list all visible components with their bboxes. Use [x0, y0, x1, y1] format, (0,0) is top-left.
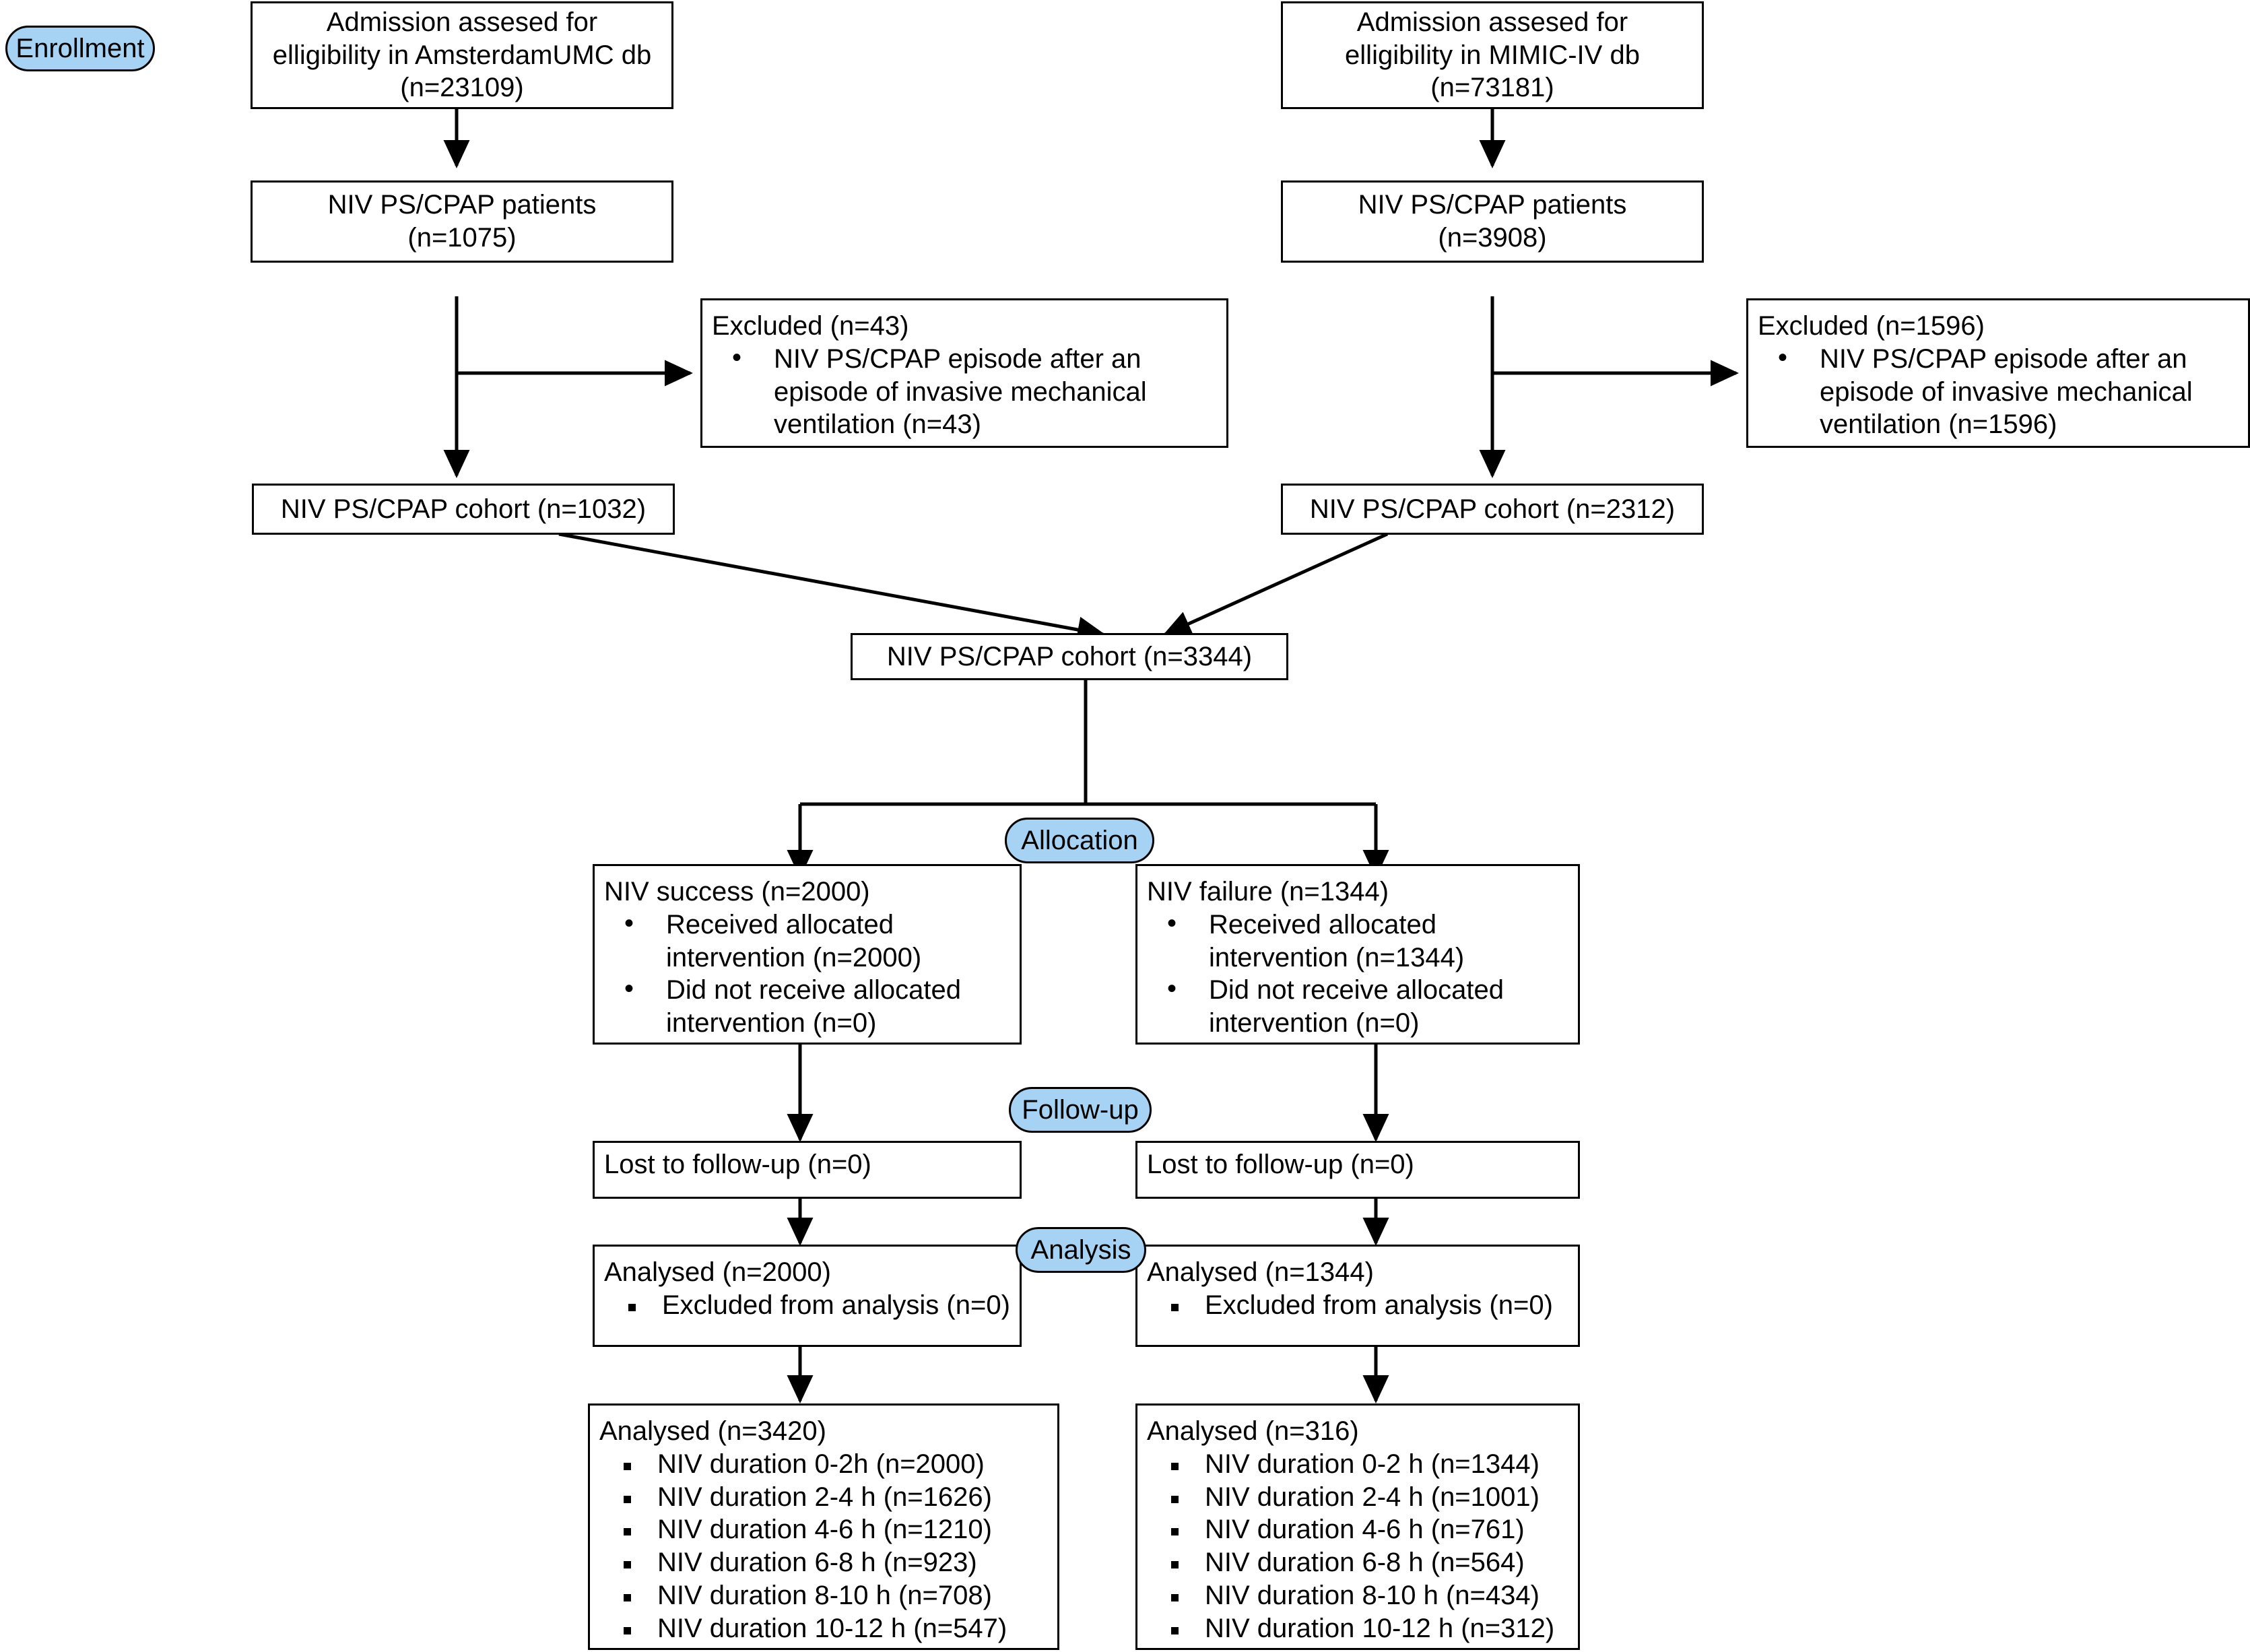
box-durations-right: Analysed (n=316) NIV duration 0-2 h (n=1… [1135, 1403, 1580, 1650]
list-item: NIV duration 8-10 h (n=434) [1147, 1579, 1578, 1612]
arrow-right-cohort-to-merged [1162, 532, 1389, 636]
list-item: Excluded from analysis (n=0) [604, 1289, 1020, 1322]
excluded-mimic-list: NIV PS/CPAP episode after an episode of … [1758, 341, 2248, 441]
box-excluded-amsterdamumc: Excluded (n=43) NIV PS/CPAP episode afte… [700, 298, 1228, 448]
analysis-left-list: Excluded from analysis (n=0) [604, 1289, 1020, 1322]
box-cohort-amsterdamumc: NIV PS/CPAP cohort (n=1032) [252, 484, 675, 535]
excluded-mimic-title: Excluded (n=1596) [1758, 311, 1985, 341]
box-followup-right: Lost to follow-up (n=0) [1135, 1141, 1580, 1199]
box-followup-left: Lost to follow-up (n=0) [593, 1141, 1022, 1199]
excluded-amsterdamumc-title: Excluded (n=43) [712, 311, 909, 341]
source-amsterdamumc-count: (n=23109) [400, 73, 524, 103]
patients-mimic-count: (n=3908) [1438, 223, 1547, 253]
cohort-mimic-label: NIV PS/CPAP cohort (n=2312) [1309, 494, 1676, 524]
list-item: NIV duration 10-12 h (n=547) [599, 1612, 1057, 1645]
followup-left-label: Lost to follow-up (n=0) [604, 1150, 871, 1179]
source-mimic-line1: Admission assesed for [1356, 7, 1628, 37]
box-patients-mimic-iv: NIV PS/CPAP patients (n=3908) [1281, 180, 1704, 263]
list-item: NIV PS/CPAP episode after an episode of … [1758, 341, 2248, 441]
analysis-right-title: Analysed (n=1344) [1147, 1257, 1374, 1287]
list-item: NIV duration 6-8 h (n=564) [1147, 1546, 1578, 1579]
niv-failure-title: NIV failure (n=1344) [1147, 877, 1389, 906]
stage-pill-allocation-label: Allocation [1021, 825, 1138, 855]
list-item: NIV PS/CPAP episode after an episode of … [712, 341, 1226, 441]
stage-pill-analysis-label: Analysis [1030, 1234, 1131, 1265]
excluded-amsterdamumc-list: NIV PS/CPAP episode after an episode of … [712, 341, 1226, 441]
list-item: NIV duration 10-12 h (n=312) [1147, 1612, 1578, 1645]
box-cohort-mimic-iv: NIV PS/CPAP cohort (n=2312) [1281, 484, 1704, 535]
cohort-merged-label: NIV PS/CPAP cohort (n=3344) [886, 641, 1253, 671]
stage-pill-enrollment: Enrollment [5, 26, 155, 71]
box-excluded-mimic-iv: Excluded (n=1596) NIV PS/CPAP episode af… [1746, 298, 2250, 448]
list-item: NIV duration 2-4 h (n=1626) [599, 1481, 1057, 1514]
list-item: NIV duration 4-6 h (n=761) [1147, 1513, 1578, 1546]
niv-failure-list: Received allocated intervention (n=1344)… [1147, 907, 1578, 1040]
source-amsterdamumc-line2: elligibility in AmsterdamUMC db [272, 40, 652, 70]
list-item: Received allocated intervention (n=1344) [1147, 907, 1578, 974]
list-item: Did not receive allocated intervention (… [604, 972, 1020, 1040]
list-item: NIV duration 0-2 h (n=1344) [1147, 1448, 1578, 1481]
box-allocation-niv-success: NIV success (n=2000) Received allocated … [593, 864, 1022, 1045]
list-item: NIV duration 2-4 h (n=1001) [1147, 1481, 1578, 1514]
box-allocation-niv-failure: NIV failure (n=1344) Received allocated … [1135, 864, 1580, 1045]
durations-right-list: NIV duration 0-2 h (n=1344) NIV duration… [1147, 1448, 1578, 1645]
list-item: NIV duration 8-10 h (n=708) [599, 1579, 1057, 1612]
durations-left-title: Analysed (n=3420) [599, 1416, 826, 1446]
niv-success-list: Received allocated intervention (n=2000)… [604, 907, 1020, 1040]
stage-pill-allocation: Allocation [1005, 818, 1154, 863]
list-item: Did not receive allocated intervention (… [1147, 972, 1578, 1040]
stage-pill-followup: Follow-up [1009, 1087, 1152, 1133]
list-item: NIV duration 4-6 h (n=1210) [599, 1513, 1057, 1546]
box-cohort-merged: NIV PS/CPAP cohort (n=3344) [851, 633, 1288, 680]
box-analysis-right: Analysed (n=1344) Excluded from analysis… [1135, 1245, 1580, 1347]
patients-mimic-line1: NIV PS/CPAP patients [1358, 190, 1627, 220]
stage-pill-enrollment-label: Enrollment [15, 33, 145, 63]
analysis-left-title: Analysed (n=2000) [604, 1257, 831, 1287]
box-analysis-left: Analysed (n=2000) Excluded from analysis… [593, 1245, 1022, 1347]
cohort-amsterdamumc-label: NIV PS/CPAP cohort (n=1032) [280, 494, 647, 524]
list-item: NIV duration 6-8 h (n=923) [599, 1546, 1057, 1579]
analysis-right-list: Excluded from analysis (n=0) [1147, 1289, 1578, 1322]
list-item: NIV duration 0-2h (n=2000) [599, 1448, 1057, 1481]
box-patients-amsterdamumc: NIV PS/CPAP patients (n=1075) [251, 180, 673, 263]
durations-right-title: Analysed (n=316) [1147, 1416, 1359, 1446]
patients-amsterdamumc-count: (n=1075) [407, 223, 517, 253]
durations-left-list: NIV duration 0-2h (n=2000) NIV duration … [599, 1448, 1057, 1645]
source-amsterdamumc-line1: Admission assesed for [326, 7, 598, 37]
stage-pill-followup-label: Follow-up [1022, 1094, 1139, 1125]
list-item: Excluded from analysis (n=0) [1147, 1289, 1578, 1322]
niv-success-title: NIV success (n=2000) [604, 877, 870, 906]
list-item: Received allocated intervention (n=2000) [604, 907, 1020, 974]
source-mimic-line2: elligibility in MIMIC-IV db [1345, 40, 1640, 70]
box-source-amsterdamumc: Admission assesed for elligibility in Am… [251, 1, 673, 109]
patients-amsterdamumc-line1: NIV PS/CPAP patients [327, 190, 597, 220]
arrow-left-cohort-to-merged [558, 532, 1106, 643]
stage-pill-analysis: Analysis [1016, 1227, 1146, 1273]
box-durations-left: Analysed (n=3420) NIV duration 0-2h (n=2… [588, 1403, 1059, 1650]
followup-right-label: Lost to follow-up (n=0) [1147, 1150, 1414, 1179]
source-mimic-count: (n=73181) [1430, 73, 1554, 103]
box-source-mimic-iv: Admission assesed for elligibility in MI… [1281, 1, 1704, 109]
